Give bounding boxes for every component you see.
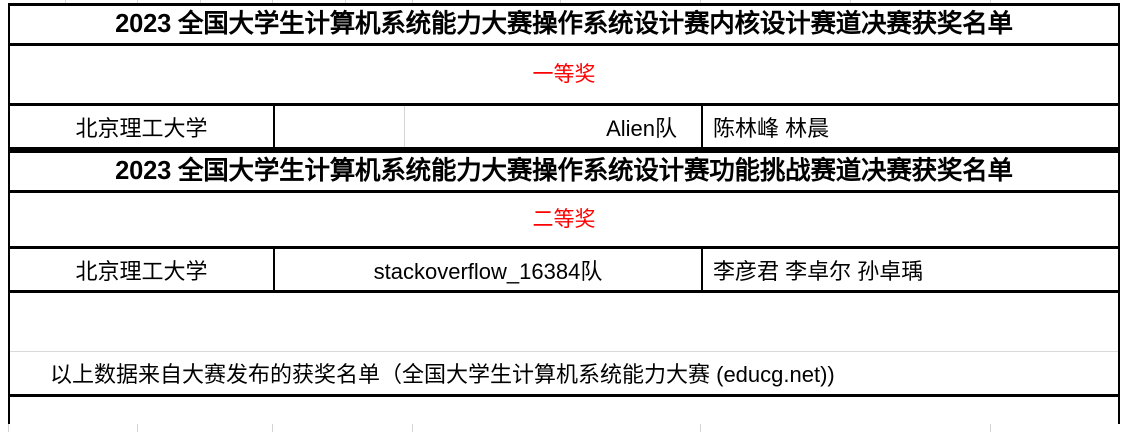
cell-members: 李彦君 李卓尔 孙卓瑀 xyxy=(701,249,1118,290)
grid-tick xyxy=(8,424,9,432)
grid-tick xyxy=(137,424,138,432)
spacer-row xyxy=(10,293,1118,351)
cell-members: 陈林峰 林晨 xyxy=(701,106,1118,147)
table-row: 北京理工大学 Alien队 陈林峰 林晨 xyxy=(10,103,1118,150)
grid-tick xyxy=(412,424,413,432)
award-label: 二等奖 xyxy=(532,207,596,231)
grid-tick xyxy=(990,0,991,3)
section-title: 2023 全国大学生计算机系统能力大赛操作系统设计赛内核设计赛道决赛获奖名单 xyxy=(115,9,1013,38)
grid-tick xyxy=(990,424,991,432)
grid-tick xyxy=(272,424,273,432)
grid-tick xyxy=(137,0,138,3)
grid-tick xyxy=(272,0,273,3)
grid-tick xyxy=(412,0,413,3)
grid-tick xyxy=(700,424,701,432)
footer-row: 以上数据来自大赛发布的获奖名单（全国大学生计算机系统能力大赛 (educg.ne… xyxy=(10,351,1118,397)
grid-tick xyxy=(700,0,701,3)
grid-tick xyxy=(345,0,346,3)
section-title-row: 2023 全国大学生计算机系统能力大赛操作系统设计赛功能挑战赛道决赛获奖名单 xyxy=(10,150,1118,193)
grid-tick xyxy=(200,0,201,3)
cell-team-name: stackoverflow_16384队 xyxy=(273,249,701,290)
cell-school: 北京理工大学 xyxy=(75,258,208,284)
grid-tick xyxy=(560,0,561,3)
cell-school: 北京理工大学 xyxy=(75,115,208,141)
grid-tick xyxy=(850,0,851,3)
table-row: 北京理工大学 stackoverflow_16384队 李彦君 李卓尔 孙卓瑀 xyxy=(10,246,1118,293)
award-table: 2023 全国大学生计算机系统能力大赛操作系统设计赛内核设计赛道决赛获奖名单 一… xyxy=(8,3,1120,424)
section-title: 2023 全国大学生计算机系统能力大赛操作系统设计赛功能挑战赛道决赛获奖名单 xyxy=(115,156,1013,185)
award-label-row: 一等奖 xyxy=(10,46,1118,103)
section-title-row: 2023 全国大学生计算机系统能力大赛操作系统设计赛内核设计赛道决赛获奖名单 xyxy=(10,3,1118,46)
source-note: 以上数据来自大赛发布的获奖名单（全国大学生计算机系统能力大赛 (educg.ne… xyxy=(50,362,835,387)
grid-tick xyxy=(65,0,66,3)
cell-blank xyxy=(273,106,404,147)
award-label-row: 二等奖 xyxy=(10,193,1118,246)
award-label: 一等奖 xyxy=(532,62,596,86)
cell-team-name: Alien队 xyxy=(404,106,701,147)
